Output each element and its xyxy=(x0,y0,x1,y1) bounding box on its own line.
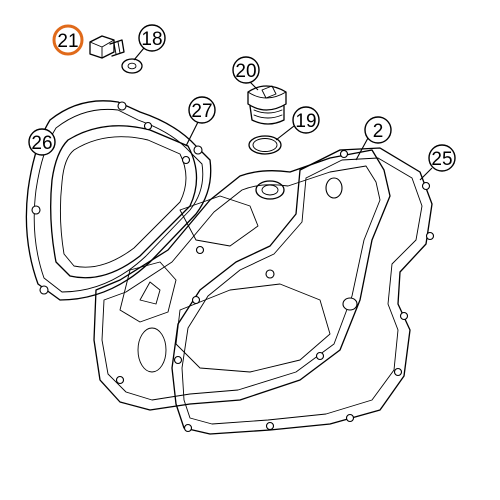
callout-2[interactable]: 2 xyxy=(364,116,392,144)
callout-2-label: 2 xyxy=(373,121,384,142)
part-2-clutch-cover xyxy=(93,149,391,411)
part-27-cover-ring xyxy=(50,121,198,279)
callout-21-label: 21 xyxy=(57,31,78,52)
callout-26[interactable]: 26 xyxy=(28,128,56,156)
leader-2 xyxy=(355,137,369,161)
callout-26-label: 26 xyxy=(31,133,52,154)
callout-18-ring xyxy=(138,24,166,52)
callout-20[interactable]: 20 xyxy=(232,56,260,84)
callout-21-ring xyxy=(52,24,84,56)
leader-27 xyxy=(185,121,199,147)
callout-19-label: 19 xyxy=(295,111,316,132)
callout-27[interactable]: 27 xyxy=(188,96,216,124)
callout-19-ring xyxy=(292,106,320,134)
part-25-cover-gasket xyxy=(171,147,435,435)
callout-18-label: 18 xyxy=(141,29,162,50)
callout-20-label: 20 xyxy=(235,61,256,82)
callout-27-ring xyxy=(188,96,216,124)
callout-19[interactable]: 19 xyxy=(292,106,320,134)
callout-25-ring xyxy=(428,144,456,172)
callout-18[interactable]: 18 xyxy=(138,24,166,52)
part-21-screw xyxy=(89,35,125,59)
part-20-filler-plug xyxy=(247,85,287,125)
callout-21[interactable]: 21 xyxy=(52,24,84,56)
part-19-o-ring xyxy=(248,135,282,155)
part-18-washer xyxy=(121,58,143,74)
leader-19 xyxy=(275,125,295,141)
callout-25[interactable]: 25 xyxy=(428,144,456,172)
leader-lines xyxy=(133,47,433,181)
callout-20-ring xyxy=(232,56,260,84)
callout-2-ring xyxy=(364,116,392,144)
leader-25 xyxy=(419,167,433,181)
callout-25-label: 25 xyxy=(431,149,452,170)
leader-18 xyxy=(133,47,145,61)
callout-27-label: 27 xyxy=(191,101,212,122)
callout-26-ring xyxy=(28,128,56,156)
